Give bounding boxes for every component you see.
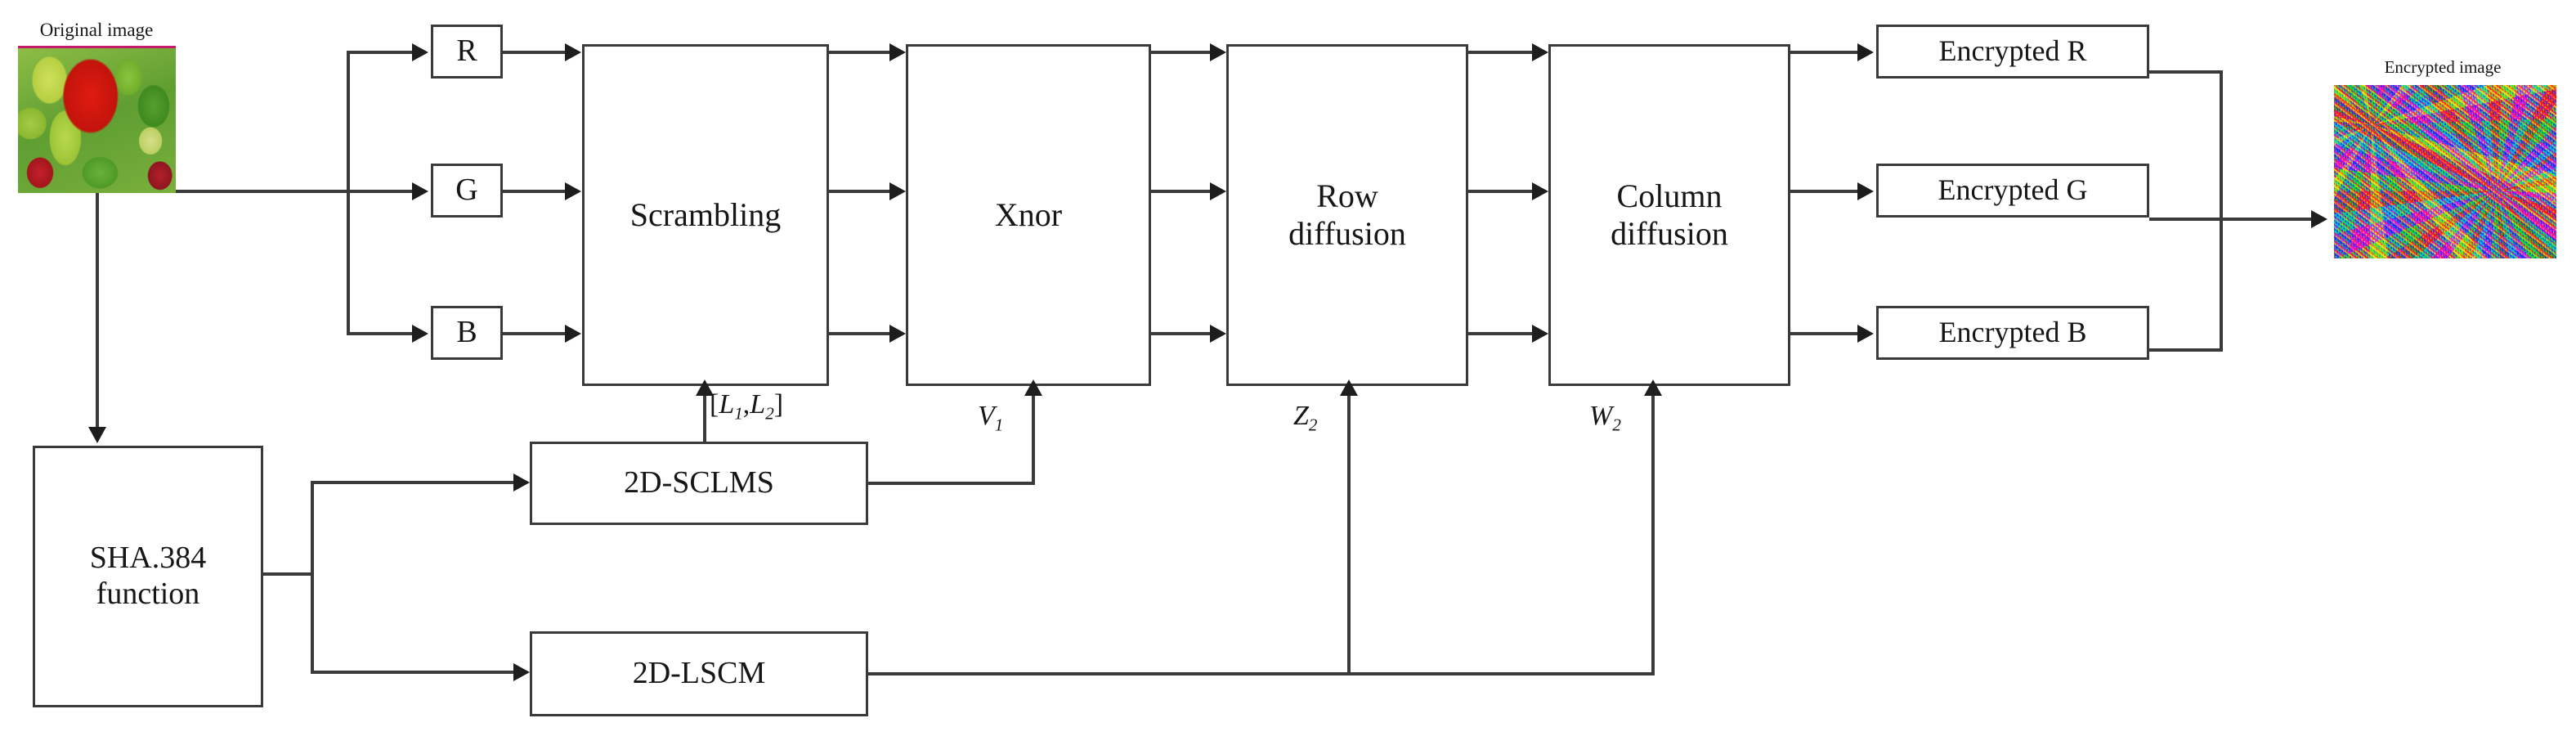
connector-column-to-enc-r: [1790, 51, 1857, 54]
arrowhead-z2-to-row-diffusion: [1340, 379, 1358, 396]
channel-box-b-label: B: [456, 315, 477, 350]
arrowhead-merge-to-encrypted-image: [2311, 210, 2327, 228]
signal-label-w2: W2: [1589, 401, 1621, 435]
connector-r-to-scrambling: [503, 51, 565, 54]
encrypted-image-thumbnail: [2334, 85, 2556, 258]
arrowhead-scrambling-to-xnor-bot: [889, 325, 906, 343]
arrowhead-row-to-column-top: [1532, 43, 1548, 61]
connector-scrambling-to-xnor-top: [829, 51, 889, 54]
connector-scrambling-to-xnor-mid: [829, 190, 889, 193]
signal-label-v1: V1: [978, 401, 1004, 435]
key-box-sha384-label: SHA.384 function: [89, 541, 207, 611]
connector-row-to-column-mid: [1468, 190, 1532, 193]
connector-image-to-split: [176, 190, 350, 193]
connector-merge-to-encrypted-image: [2149, 218, 2316, 221]
connector-scrambling-to-xnor-bot: [829, 332, 889, 335]
connector-b-to-scrambling: [503, 332, 565, 335]
encrypted-image-caption: Encrypted image: [2384, 57, 2502, 77]
connector-sha-out: [263, 572, 314, 576]
output-box-encrypted-r-label: Encrypted R: [1938, 34, 2087, 68]
key-box-2d-sclms-label: 2D-SCLMS: [624, 465, 774, 500]
process-box-scrambling-label: Scrambling: [629, 196, 782, 233]
arrowhead-column-to-enc-b: [1857, 325, 1874, 343]
arrowhead-r-to-scrambling: [565, 43, 581, 61]
arrowhead-scrambling-to-xnor-mid: [889, 182, 906, 200]
channel-box-g[interactable]: G: [431, 164, 503, 218]
arrowhead-g-to-scrambling: [565, 182, 581, 200]
output-box-encrypted-b[interactable]: Encrypted B: [1876, 306, 2149, 360]
arrowhead-scrambling-to-xnor-top: [889, 43, 906, 61]
connector-sha-to-lscm: [311, 671, 513, 674]
process-box-scrambling[interactable]: Scrambling: [582, 44, 829, 386]
connector-xnor-to-row-bot: [1151, 332, 1210, 335]
arrowhead-sclms-to-scrambling: [696, 379, 714, 396]
connector-sha-split-bus: [311, 481, 314, 674]
arrowhead-sha-to-lscm: [513, 663, 530, 681]
arrowhead-image-to-sha: [88, 427, 106, 443]
channel-box-r-label: R: [456, 34, 477, 69]
arrowhead-column-to-enc-r: [1857, 43, 1874, 61]
key-box-2d-lscm-label: 2D-LSCM: [632, 656, 766, 691]
output-box-encrypted-g-label: Encrypted G: [1938, 173, 2088, 207]
output-box-encrypted-r[interactable]: Encrypted R: [1876, 25, 2149, 79]
process-box-xnor-label: Xnor: [994, 196, 1063, 233]
connector-merge-bus: [2220, 70, 2223, 352]
process-box-column-diffusion-label: Column diffusion: [1611, 177, 1728, 252]
connector-split-to-g: [347, 190, 412, 193]
original-image-caption: Original image: [39, 20, 154, 40]
connector-column-to-enc-b: [1790, 332, 1857, 335]
arrowhead-column-to-enc-g: [1857, 182, 1874, 200]
connector-lscm-right-out: [868, 672, 1655, 675]
arrowhead-row-to-column-bot: [1532, 325, 1548, 343]
arrowhead-xnor-to-row-mid: [1210, 182, 1226, 200]
connector-split-to-b: [347, 332, 412, 335]
channel-box-g-label: G: [455, 173, 478, 208]
connector-z2-riser: [1347, 394, 1351, 675]
channel-box-r[interactable]: R: [431, 25, 503, 79]
arrowhead-sha-to-sclms: [513, 473, 530, 491]
connector-enc-r-to-merge: [2149, 70, 2223, 74]
connector-xnor-to-row-top: [1151, 51, 1210, 54]
process-box-row-diffusion-label: Row diffusion: [1288, 177, 1406, 252]
connector-row-to-column-top: [1468, 51, 1532, 54]
key-box-2d-lscm[interactable]: 2D-LSCM: [530, 631, 868, 716]
connector-sclms-right-out: [868, 482, 1035, 485]
connector-xnor-to-row-mid: [1151, 190, 1210, 193]
output-box-encrypted-g[interactable]: Encrypted G: [1876, 164, 2149, 218]
arrowhead-row-to-column-mid: [1532, 182, 1548, 200]
process-box-row-diffusion[interactable]: Row diffusion: [1226, 44, 1468, 386]
original-image-thumbnail: [18, 46, 176, 193]
connector-sha-to-sclms: [311, 481, 513, 484]
key-box-sha384[interactable]: SHA.384 function: [33, 446, 263, 707]
connector-image-to-sha: [96, 193, 99, 427]
connector-w2-riser: [1651, 394, 1655, 675]
connector-split-bus: [347, 51, 350, 335]
connector-split-to-r: [347, 51, 412, 54]
signal-label-z2: Z2: [1293, 401, 1318, 435]
connector-row-to-column-bot: [1468, 332, 1532, 335]
process-box-xnor[interactable]: Xnor: [906, 44, 1151, 386]
connector-column-to-enc-g: [1790, 190, 1857, 193]
arrowhead-v1-to-xnor: [1024, 379, 1042, 396]
arrowhead-split-to-b: [412, 325, 428, 343]
arrowhead-xnor-to-row-top: [1210, 43, 1226, 61]
process-box-column-diffusion[interactable]: Column diffusion: [1548, 44, 1790, 386]
connector-enc-b-to-merge: [2149, 348, 2223, 352]
arrowhead-split-to-g: [412, 182, 428, 200]
signal-label-l1-l2: [L1,L2]: [710, 389, 784, 424]
connector-sclms-to-scrambling: [703, 394, 706, 443]
connector-g-to-scrambling: [503, 190, 565, 193]
arrowhead-xnor-to-row-bot: [1210, 325, 1226, 343]
arrowhead-b-to-scrambling: [565, 325, 581, 343]
connector-v1-riser: [1032, 394, 1035, 483]
arrowhead-split-to-r: [412, 43, 428, 61]
arrowhead-w2-to-column-diffusion: [1644, 379, 1662, 396]
channel-box-b[interactable]: B: [431, 306, 503, 360]
output-box-encrypted-b-label: Encrypted B: [1938, 316, 2087, 349]
key-box-2d-sclms[interactable]: 2D-SCLMS: [530, 442, 868, 525]
